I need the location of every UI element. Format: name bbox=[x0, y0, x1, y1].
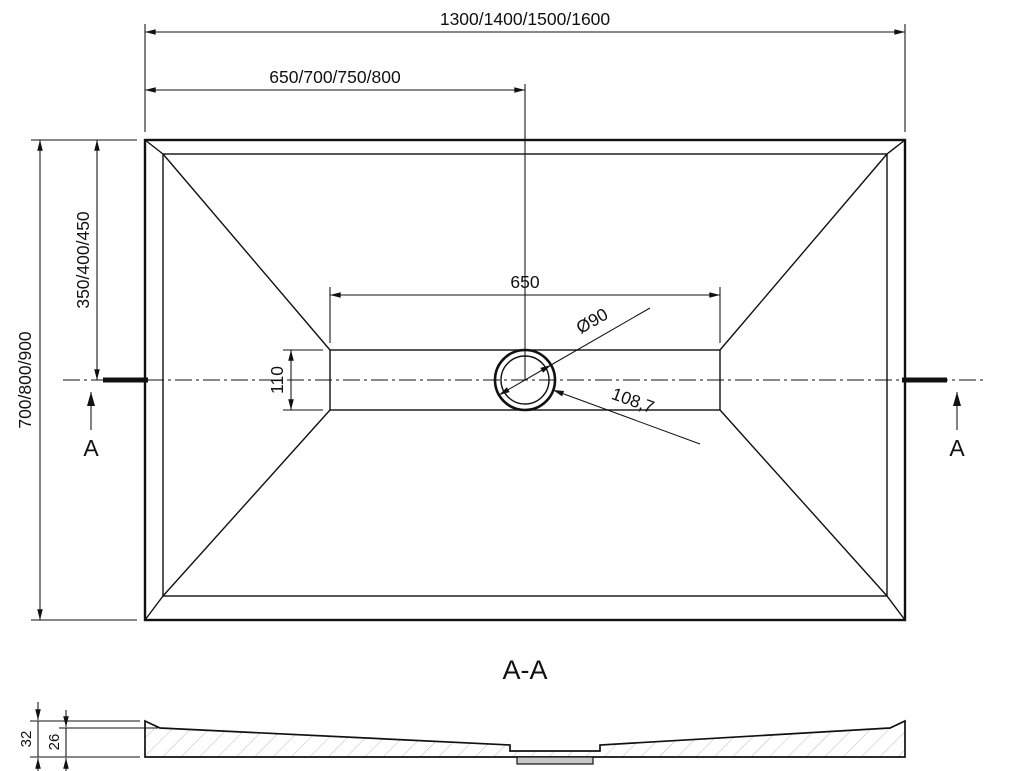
extension-lines bbox=[30, 720, 140, 758]
dim-overall-depth: 700/800/900 bbox=[15, 139, 137, 621]
slope-lines bbox=[162, 153, 888, 597]
dim-label-center-width: 650/700/750/800 bbox=[269, 67, 401, 87]
leader-line bbox=[552, 389, 701, 445]
leader-line bbox=[550, 307, 651, 366]
dim-label-total-height: 32 bbox=[18, 731, 35, 748]
dim-section-base-height: 26 bbox=[46, 710, 158, 771]
section-label-left: A bbox=[83, 435, 99, 461]
dim-label-overall-width: 1300/1400/1500/1600 bbox=[440, 9, 611, 29]
section-title: A-A bbox=[502, 655, 547, 685]
section-drain-outlet bbox=[516, 756, 594, 765]
dim-channel-depth: 110 bbox=[267, 349, 323, 411]
corner-bevel-lines bbox=[144, 139, 906, 621]
dim-drain-offset: 108,7 bbox=[552, 383, 701, 445]
diameter-arrows bbox=[498, 364, 552, 396]
dim-label-center-depth: 350/400/450 bbox=[73, 211, 93, 309]
section-view: A-A 32 26 bbox=[18, 655, 906, 771]
dim-label-overall-depth: 700/800/900 bbox=[15, 331, 35, 429]
dim-label-drain-offset: 108,7 bbox=[609, 383, 657, 417]
section-profile bbox=[144, 719, 906, 758]
extension-lines bbox=[144, 24, 906, 132]
dim-section-total-height: 32 bbox=[18, 702, 140, 771]
dim-overall-width: 1300/1400/1500/1600 bbox=[144, 9, 906, 132]
dim-label-base-height: 26 bbox=[46, 734, 63, 751]
dim-channel-width: 650 bbox=[329, 272, 721, 343]
top-view: A A 1300/1400/1500/1600 650/700/750/800 … bbox=[15, 9, 987, 622]
dim-center-depth: 350/400/450 bbox=[73, 140, 100, 380]
dim-label-channel-depth: 110 bbox=[267, 366, 287, 394]
dim-center-width: 650/700/750/800 bbox=[145, 67, 525, 93]
extension-lines bbox=[31, 139, 137, 621]
section-label-right: A bbox=[949, 435, 965, 461]
cutting-plane: A A bbox=[83, 377, 965, 461]
dim-label-drain-diameter: Ø90 bbox=[573, 304, 612, 338]
dim-label-channel-width: 650 bbox=[510, 272, 539, 292]
